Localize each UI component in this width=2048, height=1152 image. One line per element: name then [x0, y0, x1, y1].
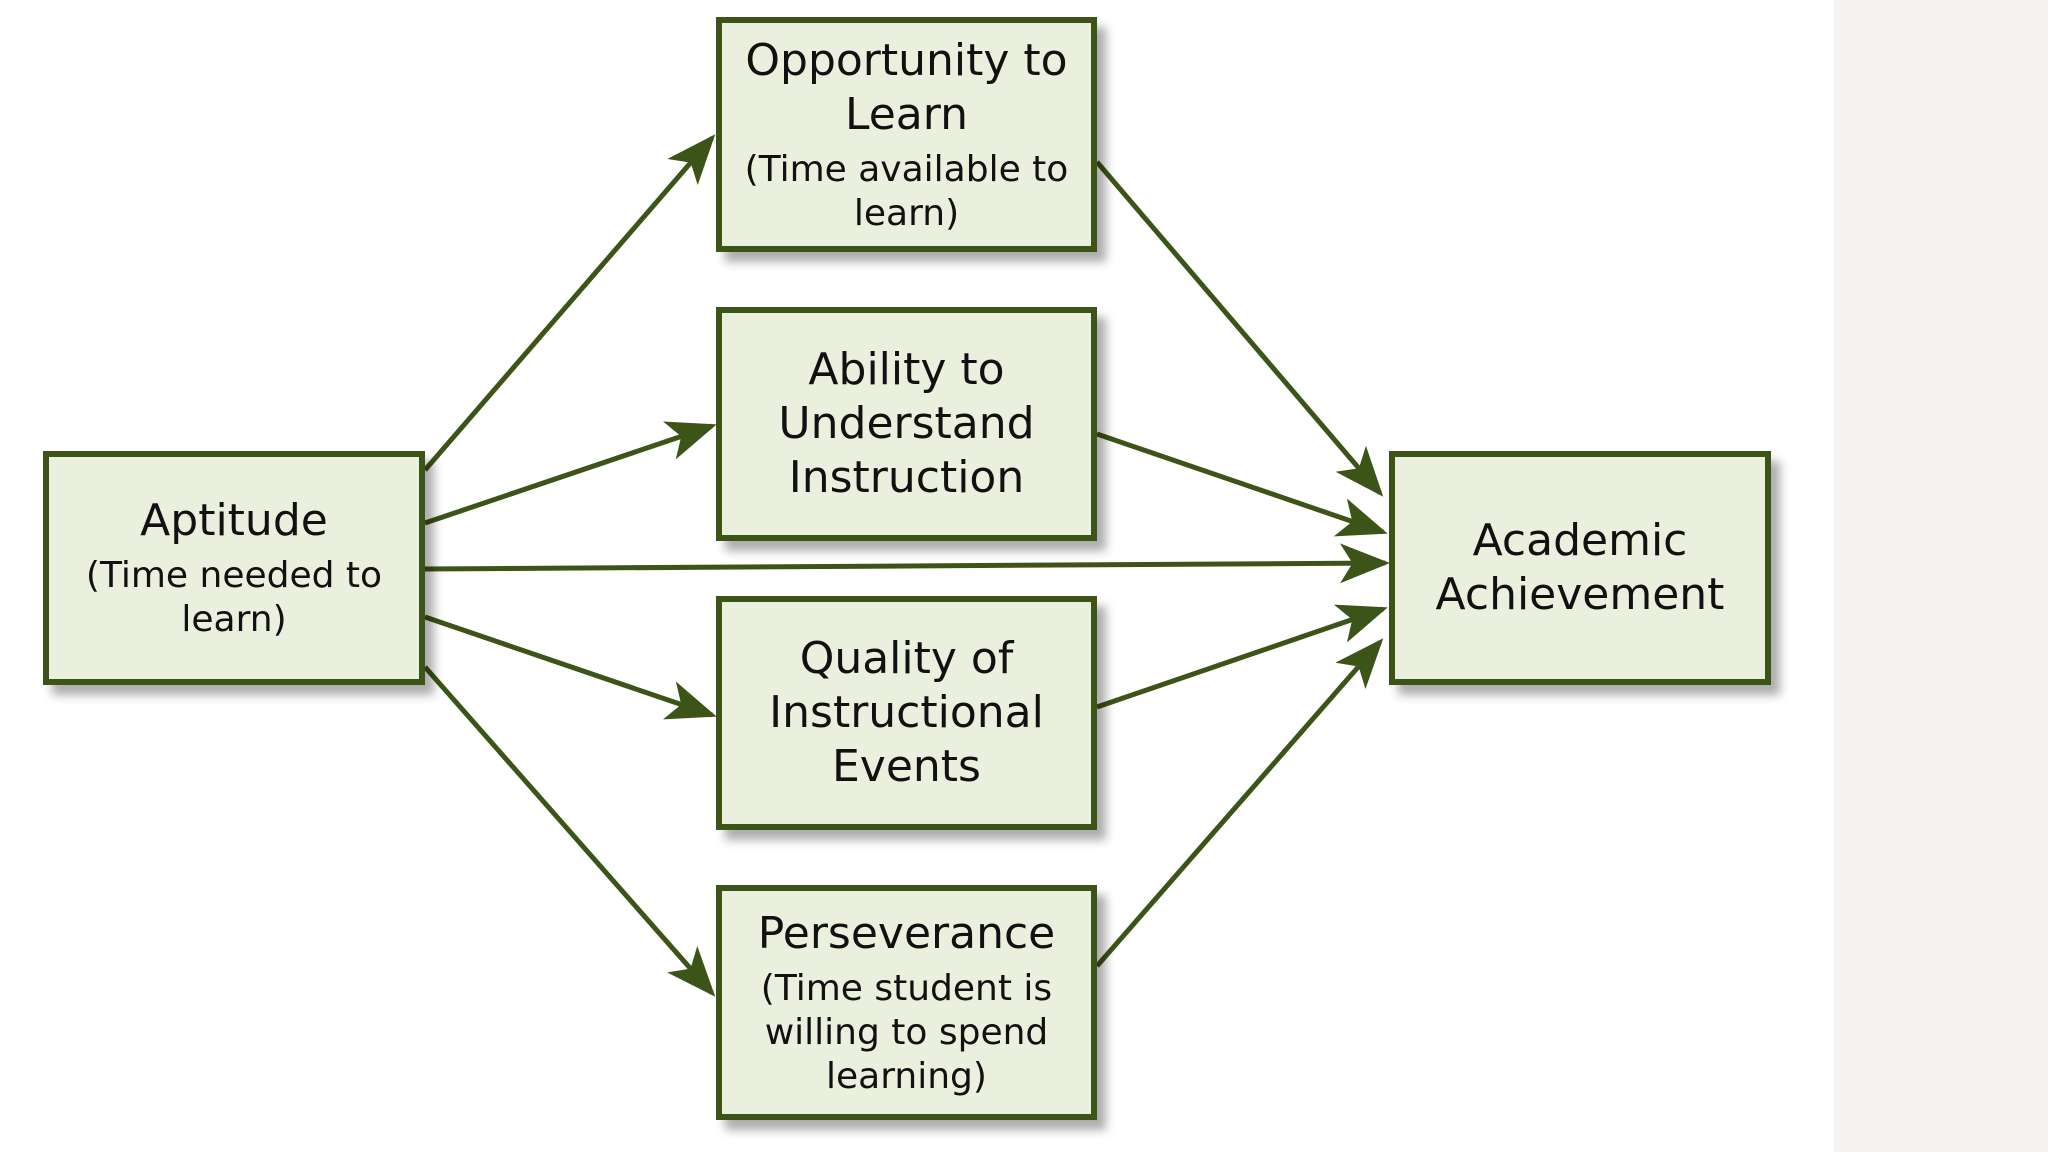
node-perseverance-title: Perseverance: [757, 907, 1056, 959]
node-perseverance-subtitle: (Time student is willing to spend learni…: [760, 967, 1053, 1097]
arrow-perseverance-to-achievement: [1095, 638, 1384, 968]
arrow-ability-to-achievement: [1096, 431, 1388, 537]
arrow-aptitude-to-ability: [424, 421, 717, 526]
node-academic-achievement: Academic Achievement: [1389, 451, 1771, 685]
node-opportunity-title: Opportunity to Learn: [745, 34, 1068, 140]
node-aptitude-title: Aptitude: [140, 495, 328, 546]
node-aptitude: Aptitude (Time needed to learn): [43, 451, 425, 685]
node-quality-of-instruction: Quality of Instructional Events: [716, 596, 1097, 830]
node-opportunity-subtitle: (Time available to learn): [744, 148, 1069, 234]
node-opportunity-to-learn: Opportunity to Learn (Time available to …: [716, 17, 1097, 252]
node-ability-to-understand: Ability to Understand Instruction: [716, 307, 1097, 541]
side-panel: [1834, 0, 2048, 1152]
node-achievement-title: Academic Achievement: [1435, 515, 1725, 620]
arrow-aptitude-to-quality: [424, 614, 717, 720]
node-perseverance: Perseverance (Time student is willing to…: [716, 885, 1097, 1120]
node-quality-title: Quality of Instructional Events: [769, 633, 1044, 792]
node-ability-title: Ability to Understand Instruction: [778, 344, 1035, 503]
node-aptitude-subtitle: (Time needed to learn): [85, 555, 383, 640]
arrow-aptitude-to-achievement: [424, 543, 1390, 584]
arrow-aptitude-to-perseverance: [423, 665, 716, 997]
arrow-quality-to-achievement: [1096, 604, 1388, 710]
arrow-group: [423, 134, 1390, 997]
arrow-aptitude-to-opportunity: [423, 134, 716, 472]
arrow-opportunity-to-achievement: [1095, 160, 1384, 497]
